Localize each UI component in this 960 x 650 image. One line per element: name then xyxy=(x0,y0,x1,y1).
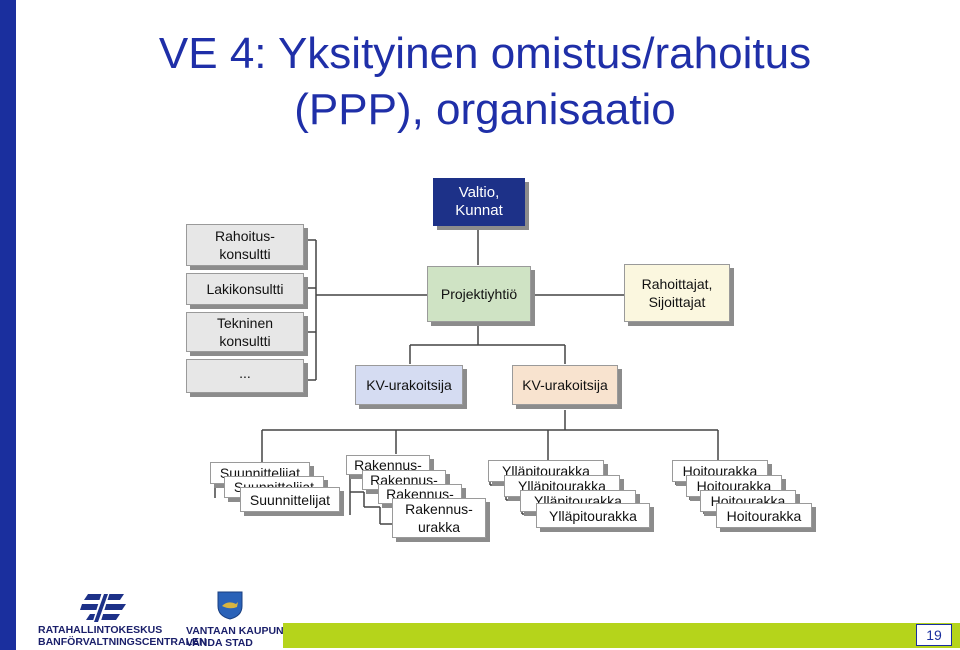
box-valtio-kunnat-label: Valtio, Kunnat xyxy=(455,184,503,219)
rhk-logo-icon xyxy=(80,592,126,624)
page-number: 19 xyxy=(916,624,952,646)
box-rakennus-1-label: Rakennus- xyxy=(354,457,422,473)
vantaa-logo-line1: VANTAAN KAUPUNKI xyxy=(186,625,295,637)
box-rahoittajat: Rahoittajat, Sijoittajat xyxy=(624,264,730,322)
box-kv-urakoitsija-2-label: KV-urakoitsija xyxy=(522,377,608,393)
box-projektiyhtio: Projektiyhtiö xyxy=(427,266,531,322)
box-rakennusurakka: Rakennus- urakka xyxy=(392,498,486,538)
box-lakikonsultti: Lakikonsultti xyxy=(186,273,304,305)
box-yllapitourakka-4: Ylläpitourakka xyxy=(536,503,650,528)
box-rahoituskonsultti: Rahoitus- konsultti xyxy=(186,224,304,266)
box-projektiyhtio-label: Projektiyhtiö xyxy=(440,286,518,302)
slide-title-line1: VE 4: Yksityinen omistus/rahoitus xyxy=(158,29,812,78)
box-rakennusurakka-label: Rakennus- urakka xyxy=(405,501,473,535)
box-kv-urakoitsija-1: KV-urakoitsija xyxy=(355,365,463,405)
slide-title-line2: (PPP), organisaatio xyxy=(294,85,676,134)
box-suunnittelijat-3-label: Suunnittelijat xyxy=(249,491,331,508)
box-valtio-kunnat: Valtio, Kunnat xyxy=(433,178,525,226)
vantaa-coat-of-arms-icon xyxy=(217,591,243,620)
box-yllapitourakka-4-label: Ylläpitourakka xyxy=(549,507,637,524)
rhk-logo-line1: RATAHALLINTOKESKUS xyxy=(38,624,163,636)
rhk-logo-line2: BANFÖRVALTNINGSCENTRALEN xyxy=(38,636,207,648)
box-kv-urakoitsija-2: KV-urakoitsija xyxy=(512,365,618,405)
box-other-consultants: ... xyxy=(186,359,304,393)
vantaa-logo-line2: VANDA STAD xyxy=(186,637,253,649)
box-tekninen-konsultti-label: Tekninen konsultti xyxy=(216,315,274,349)
left-accent-bar xyxy=(0,0,16,650)
box-hoitourakka-4: Hoitourakka xyxy=(716,503,812,528)
box-tekninen-konsultti: Tekninen konsultti xyxy=(186,312,304,352)
box-hoitourakka-4-label: Hoitourakka xyxy=(726,507,802,524)
box-lakikonsultti-label: Lakikonsultti xyxy=(206,281,284,297)
box-rahoituskonsultti-label: Rahoitus- konsultti xyxy=(215,228,275,262)
box-kv-urakoitsija-1-label: KV-urakoitsija xyxy=(366,377,452,393)
box-other-consultants-label: ... xyxy=(239,365,251,381)
footer-bar xyxy=(283,623,960,648)
box-suunnittelijat-3: Suunnittelijat xyxy=(240,487,340,512)
box-rahoittajat-label: Rahoittajat, Sijoittajat xyxy=(641,276,713,310)
